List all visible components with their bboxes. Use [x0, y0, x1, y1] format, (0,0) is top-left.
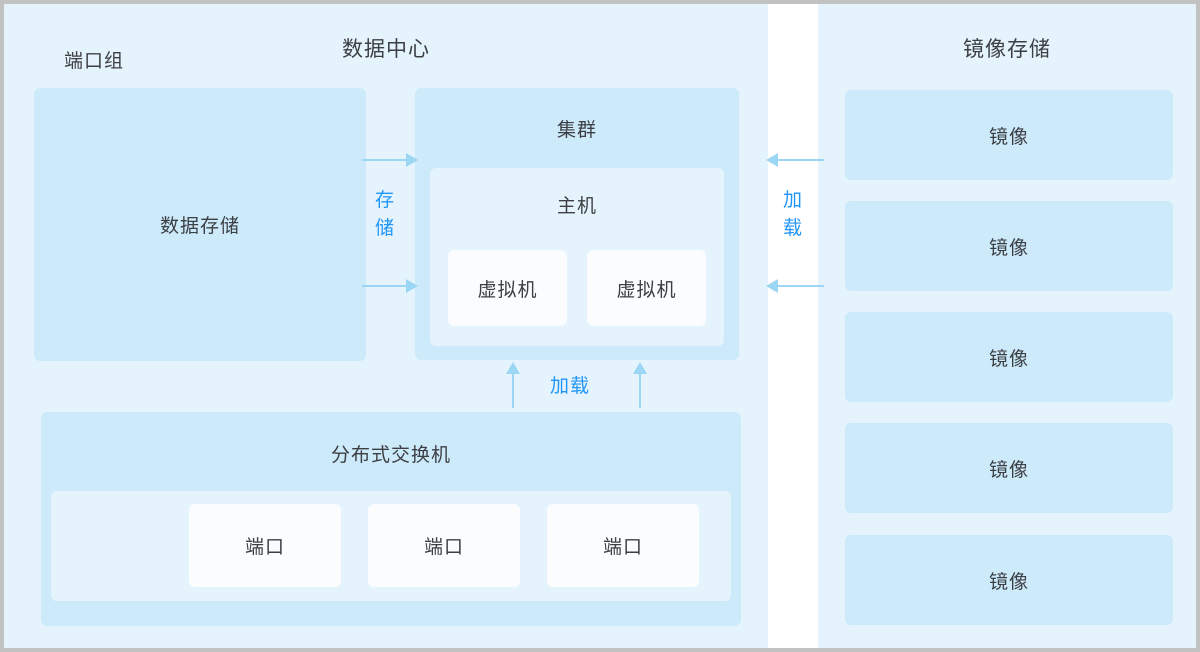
box-image[interactable]: 镜像	[845, 423, 1173, 513]
box-image-label: 镜像	[988, 237, 1029, 259]
box-port-group-label: 端口组	[64, 50, 125, 72]
arrow-switch-to-cluster-icon	[506, 362, 520, 408]
box-virtual-machine-label: 虚拟机	[616, 279, 677, 301]
box-data-storage[interactable]: 数据存储	[34, 88, 366, 361]
arrow-storage-to-cluster-icon	[362, 153, 418, 167]
edge-label-load-right: 加载	[782, 190, 803, 239]
arrow-switch-to-cluster-icon	[633, 362, 647, 408]
box-image-label: 镜像	[988, 348, 1029, 370]
box-image[interactable]: 镜像	[845, 90, 1173, 180]
box-virtual-machine-label: 虚拟机	[477, 279, 538, 301]
box-image[interactable]: 镜像	[845, 312, 1173, 402]
box-port-label: 端口	[423, 537, 464, 558]
box-port[interactable]: 端口	[189, 504, 341, 587]
box-image-label: 镜像	[988, 126, 1029, 148]
box-image-label: 镜像	[988, 459, 1029, 481]
box-virtual-machine[interactable]: 虚拟机	[587, 250, 706, 326]
box-data-storage-label: 数据存储	[159, 216, 240, 237]
arrow-image-store-to-cluster-icon	[766, 279, 824, 293]
box-host-label: 主机	[556, 196, 597, 217]
edge-label-load-bottom: 加载	[549, 376, 590, 397]
panel-image-store-title: 镜像存储	[963, 38, 1051, 61]
box-image-label: 镜像	[988, 571, 1029, 593]
box-cluster-label: 集群	[556, 120, 597, 141]
arrow-image-store-to-cluster-icon	[766, 153, 824, 167]
box-image[interactable]: 镜像	[845, 201, 1173, 291]
box-port[interactable]: 端口	[368, 504, 520, 587]
arrow-storage-to-cluster-icon	[362, 279, 418, 293]
box-port-label: 端口	[244, 537, 285, 558]
edge-label-storage: 存储	[374, 190, 395, 239]
box-image[interactable]: 镜像	[845, 535, 1173, 625]
box-port[interactable]: 端口	[547, 504, 699, 587]
box-virtual-machine[interactable]: 虚拟机	[448, 250, 567, 326]
box-port-label: 端口	[602, 537, 643, 558]
panel-data-center-title: 数据中心	[342, 38, 430, 61]
box-distributed-switch-label: 分布式交换机	[330, 445, 451, 466]
